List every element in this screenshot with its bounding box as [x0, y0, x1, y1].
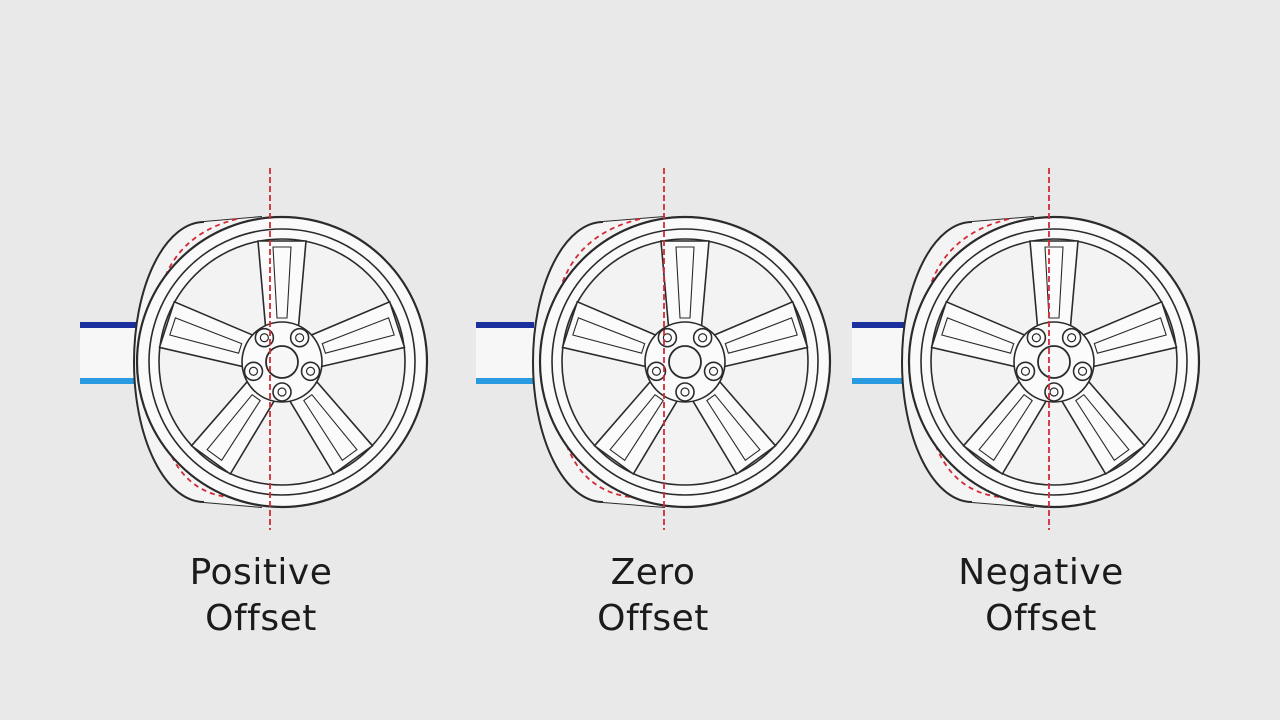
mount-face [476, 324, 534, 382]
lug-nut-center-4 [651, 366, 662, 376]
mount-top-bar [80, 322, 142, 328]
spoke-groove-3 [706, 393, 761, 462]
caption-positive-line2: Offset [205, 598, 317, 639]
lug-nut-2 [703, 361, 724, 382]
rim-lip [148, 228, 416, 496]
mount-block-zero [476, 322, 534, 384]
lug-nut-5 [657, 327, 678, 348]
spoke-groove-1 [272, 246, 292, 319]
caption-zero-line2: Offset [597, 598, 709, 639]
wheel-face-zero [538, 215, 832, 509]
spoke-groove-1 [675, 246, 695, 319]
lug-nut-center-2 [708, 366, 719, 376]
lug-nut-3 [675, 382, 695, 402]
lug-nut-center-1 [698, 333, 708, 343]
lug-nut-center-2 [305, 366, 316, 376]
caption-negative-line1: Negative [958, 552, 1124, 593]
lug-nut-center-3 [277, 387, 287, 397]
wheel-zero [476, 168, 832, 530]
spoke-groove-5 [572, 317, 646, 354]
lug-nut-4 [243, 361, 264, 382]
center-bore [265, 345, 299, 379]
caption-zero-line1: Zero [610, 552, 696, 593]
lug-nut-1 [1061, 327, 1082, 348]
caption-positive-offset: Positive Offset [131, 550, 391, 642]
lug-nut-3 [272, 382, 292, 402]
mount-top-bar [476, 322, 534, 328]
lug-nut-2 [300, 361, 321, 382]
center-bore [668, 345, 702, 379]
rim-lip [920, 228, 1188, 496]
lug-nut-2 [1072, 361, 1093, 382]
lug-nut-4 [1015, 361, 1036, 382]
wheel-positive [80, 168, 429, 530]
lug-nut-5 [1026, 327, 1047, 348]
spoke-groove-2 [321, 317, 395, 354]
lug-nut-1 [692, 327, 713, 348]
mount-top-bar [852, 322, 912, 328]
wheel-face-negative [907, 215, 1201, 509]
mount-bottom-bar [852, 378, 912, 384]
wheel-face-positive [135, 215, 429, 509]
mount-bottom-bar [80, 378, 142, 384]
spoke-groove-3 [303, 393, 358, 462]
lug-nut-center-2 [1077, 366, 1088, 376]
lug-nut-center-4 [1020, 366, 1031, 376]
rim-lip [551, 228, 819, 496]
lug-nut-5 [254, 327, 275, 348]
spoke-groove-2 [724, 317, 798, 354]
lug-nut-1 [289, 327, 310, 348]
caption-negative-line2: Offset [985, 598, 1097, 639]
wheel-negative [852, 168, 1201, 530]
lug-nut-center-1 [1067, 333, 1077, 343]
caption-positive-line1: Positive [189, 552, 333, 593]
lug-nut-3 [1044, 382, 1064, 402]
lug-nut-center-5 [259, 333, 269, 343]
lug-nut-center-3 [680, 387, 690, 397]
lug-nut-center-1 [295, 333, 305, 343]
mount-face [80, 324, 142, 382]
lug-nut-center-3 [1049, 387, 1059, 397]
spoke-groove-5 [169, 317, 243, 354]
spoke-groove-4 [978, 393, 1033, 462]
spoke-groove-5 [941, 317, 1015, 354]
lug-nut-center-4 [248, 366, 259, 376]
spoke-groove-4 [206, 393, 261, 462]
spoke-groove-2 [1093, 317, 1167, 354]
caption-zero-offset: Zero Offset [523, 550, 783, 642]
center-bore [1037, 345, 1071, 379]
caption-negative-offset: Negative Offset [911, 550, 1171, 642]
mount-block-positive [80, 322, 142, 384]
lug-nut-center-5 [662, 333, 672, 343]
spoke-groove-4 [609, 393, 664, 462]
spoke-groove-3 [1075, 393, 1130, 462]
spoke-groove-1 [1044, 246, 1064, 319]
mount-bottom-bar [476, 378, 534, 384]
lug-nut-center-5 [1031, 333, 1041, 343]
lug-nut-4 [646, 361, 667, 382]
